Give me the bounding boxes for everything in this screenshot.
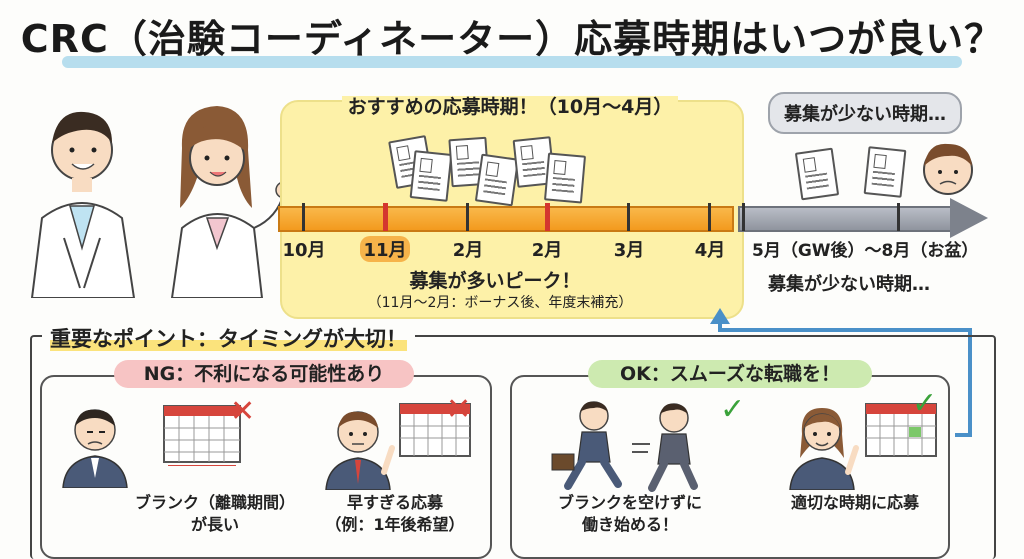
resume-document-icon	[863, 146, 907, 198]
calendar-ok-icon	[865, 403, 937, 457]
month-label: 10月	[282, 240, 326, 261]
ok-title: OK：スムーズな転職を！	[588, 360, 872, 388]
sad-person-icon	[62, 409, 128, 488]
month-label: 2月	[531, 240, 563, 261]
resume-document-icon	[409, 150, 453, 202]
page-title: CRC（治験コーディネーター）応募時期はいつが良い？	[20, 17, 1004, 61]
peak-subtitle: （11月〜2月：ボーナス後、年度末補充）	[367, 295, 633, 311]
low-period-range: 5月（GW後）〜8月（お盆）	[752, 241, 979, 261]
female-doctor-figure	[170, 106, 292, 298]
resume-document-icon	[794, 147, 840, 201]
timeline-tick	[742, 203, 745, 231]
timeline-low-period	[738, 206, 952, 232]
timeline-recommended	[278, 206, 734, 232]
x-mark-icon: ✕	[446, 392, 472, 427]
x-mark-icon: ✕	[230, 394, 256, 429]
check-mark-icon: ✓	[912, 386, 938, 421]
doctors-illustration	[30, 106, 292, 298]
month-label-peak-start: 11月	[360, 236, 410, 262]
running-businessmen-icon	[551, 401, 698, 492]
timeline-tick	[708, 203, 711, 231]
ok-item2-caption: 適切な時期に応募	[790, 493, 919, 512]
timeline-arrowhead	[950, 198, 988, 238]
timeline-tick	[897, 203, 900, 231]
ok-item1-caption: ブランクを空けずに働き始める！	[557, 493, 702, 534]
timeline-tick	[466, 203, 469, 231]
calendar-blank-icon	[163, 405, 241, 466]
timeline-tick	[302, 203, 305, 231]
timeline-tick-peak	[545, 203, 550, 231]
month-label: 2月	[452, 240, 484, 261]
timeline-tick	[627, 203, 630, 231]
title-underline	[62, 56, 962, 68]
month-label: 4月	[694, 240, 726, 261]
resume-document-icon	[543, 152, 587, 204]
low-period-label: 募集が少ない時期…	[768, 274, 930, 295]
recommended-period-label: おすすめの応募時期！（10月〜4月）	[300, 92, 720, 119]
check-mark-icon: ✓	[720, 392, 746, 427]
worried-person-icon	[923, 143, 973, 195]
male-doctor-figure	[30, 111, 136, 298]
month-label: 3月	[613, 240, 645, 261]
calendar-early-icon	[399, 403, 471, 457]
key-points-title: 重要なポイント：タイミングが大切！	[42, 323, 415, 353]
ng-item1-caption: ブランク（離職期間）が長い	[134, 493, 295, 534]
businesswoman-pointing-icon	[789, 408, 859, 490]
connector-arrow	[710, 308, 972, 437]
peak-title: 募集が多いピーク！	[409, 270, 581, 292]
ng-item2-caption: 早すぎる応募（例：1年後希望）	[325, 493, 465, 534]
resume-document-icon	[474, 153, 520, 207]
low-period-bubble: 募集が少ない時期…	[768, 92, 962, 134]
timeline-tick-peak	[383, 203, 388, 231]
businessman-pointing-icon	[325, 411, 395, 490]
ng-title: NG：不利になる可能性あり	[114, 360, 414, 388]
key-points-section	[30, 335, 996, 559]
